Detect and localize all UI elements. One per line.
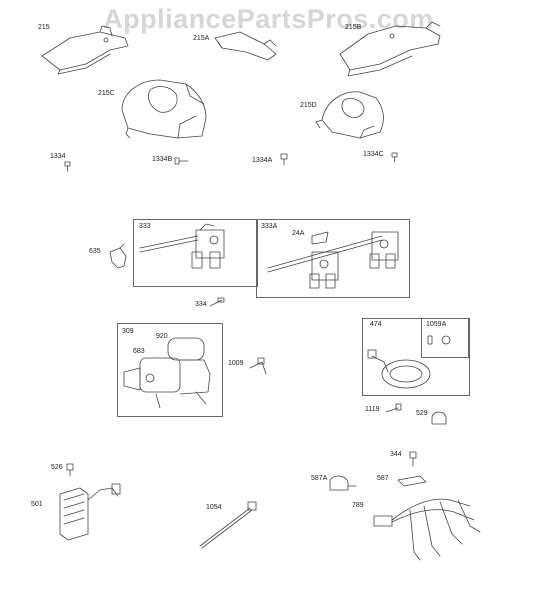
label-635: 635 (89, 248, 101, 255)
label-1054: 1054 (206, 504, 222, 511)
label-920: 920 (156, 333, 168, 340)
part-587a-drawing (329, 475, 357, 491)
part-215b-drawing (339, 21, 441, 77)
label-1119: 1119 (365, 406, 380, 413)
part-334-drawing (209, 297, 225, 307)
label-215b: 215B (345, 24, 362, 31)
part-1059a-drawing (427, 335, 451, 345)
part-333-drawing (139, 223, 225, 269)
part-215a-drawing (214, 31, 277, 61)
part-1334-drawing (64, 161, 71, 172)
part-333a-drawing (267, 231, 399, 289)
part-309-drawing (123, 337, 211, 409)
part-1009-drawing (249, 357, 267, 375)
part-635-drawing (109, 243, 127, 269)
part-501-drawing (59, 483, 121, 541)
part-1119-drawing (385, 403, 402, 413)
label-587a: 587A (311, 475, 328, 482)
group-box-1059a (421, 318, 469, 358)
part-215c-drawing (121, 79, 207, 139)
label-789: 789 (352, 502, 364, 509)
label-587: 587 (377, 475, 389, 482)
watermark: AppliancePartsPros.com (103, 4, 434, 34)
group-box-474 (362, 318, 470, 396)
part-526-drawing (66, 463, 74, 477)
label-474: 474 (370, 321, 382, 328)
part-587-drawing (397, 475, 427, 487)
label-526: 526 (51, 464, 63, 471)
label-501: 501 (31, 501, 43, 508)
label-215: 215 (38, 24, 50, 31)
label-215c: 215C (98, 90, 115, 97)
group-box-309 (117, 323, 223, 417)
part-1334c-drawing (391, 152, 398, 163)
group-box-333a (256, 219, 410, 298)
part-1334a-drawing (280, 153, 288, 166)
label-1334c: 1334C (363, 151, 384, 158)
label-529: 529 (416, 410, 428, 417)
part-474-drawing (367, 349, 431, 389)
label-333: 333 (139, 223, 151, 230)
group-box-333 (133, 219, 258, 287)
label-344: 344 (390, 451, 402, 458)
label-334: 334 (195, 301, 207, 308)
label-1059a: 1059A (426, 321, 447, 328)
part-215d-drawing (315, 91, 384, 139)
label-1334a: 1334A (252, 157, 273, 164)
label-24a: 24A (292, 230, 305, 237)
part-215-drawing (41, 25, 129, 75)
label-215d: 215D (300, 102, 317, 109)
label-1334b: 1334B (152, 156, 173, 163)
label-683: 683 (133, 348, 145, 355)
label-1009: 1009 (228, 360, 244, 367)
label-309: 309 (122, 328, 134, 335)
part-1334b-drawing (174, 157, 189, 165)
part-344-drawing (409, 451, 417, 467)
label-215a: 215A (193, 35, 210, 42)
label-1334: 1334 (50, 153, 66, 160)
part-789-drawing (373, 498, 481, 561)
part-529-drawing (431, 411, 447, 425)
part-1054-drawing (199, 501, 257, 549)
label-333a: 333A (261, 223, 278, 230)
